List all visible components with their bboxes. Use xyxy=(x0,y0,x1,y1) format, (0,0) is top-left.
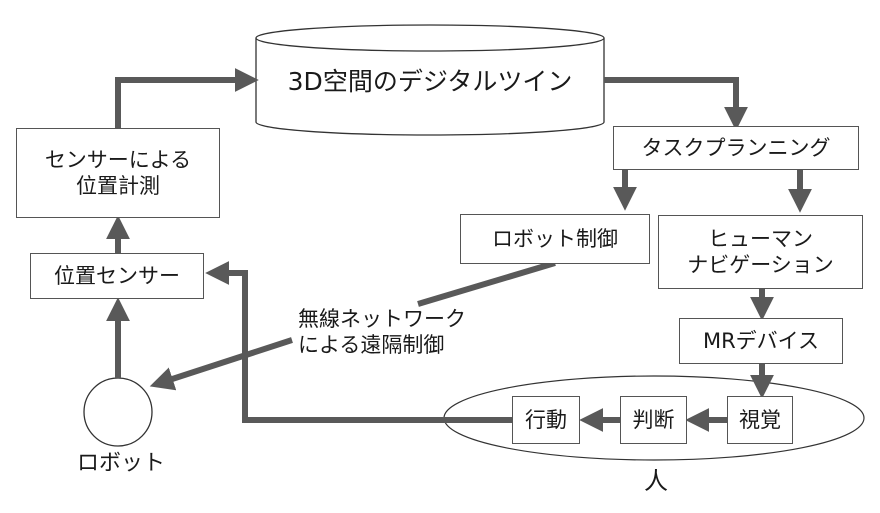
arrow-wireless-to-robot xyxy=(149,337,293,391)
human-label: 人 xyxy=(644,467,668,495)
mr-device-box: MRデバイス xyxy=(679,318,843,364)
action-box: 行動 xyxy=(512,396,580,444)
vision-box: 視覚 xyxy=(727,396,793,444)
arrow-twin-to-planning xyxy=(604,77,748,131)
position-sensor-box: 位置センサー xyxy=(30,253,204,299)
judgment-box: 判断 xyxy=(620,396,687,444)
digital-twin-cylinder xyxy=(255,24,605,136)
digital-twin-label: 3D空間のデジタルツイン xyxy=(287,67,573,96)
human-navigation-box: ヒューマン ナビゲーション xyxy=(658,215,863,289)
robot-label: ロボット xyxy=(76,451,165,476)
robot-control-box: ロボット制御 xyxy=(460,214,650,264)
arrow-measurement-to-twin xyxy=(115,68,259,128)
wireless-remote-control-label: 無線ネットワーク による遠隔制御 xyxy=(298,307,466,358)
arrow-action-to-position-sensor xyxy=(205,261,512,423)
robot-circle xyxy=(83,377,153,447)
task-planning-box: タスクプランニング xyxy=(613,126,859,170)
sensor-measurement-box: センサーによる 位置計測 xyxy=(16,128,220,218)
wireless-line-upper xyxy=(417,260,556,307)
